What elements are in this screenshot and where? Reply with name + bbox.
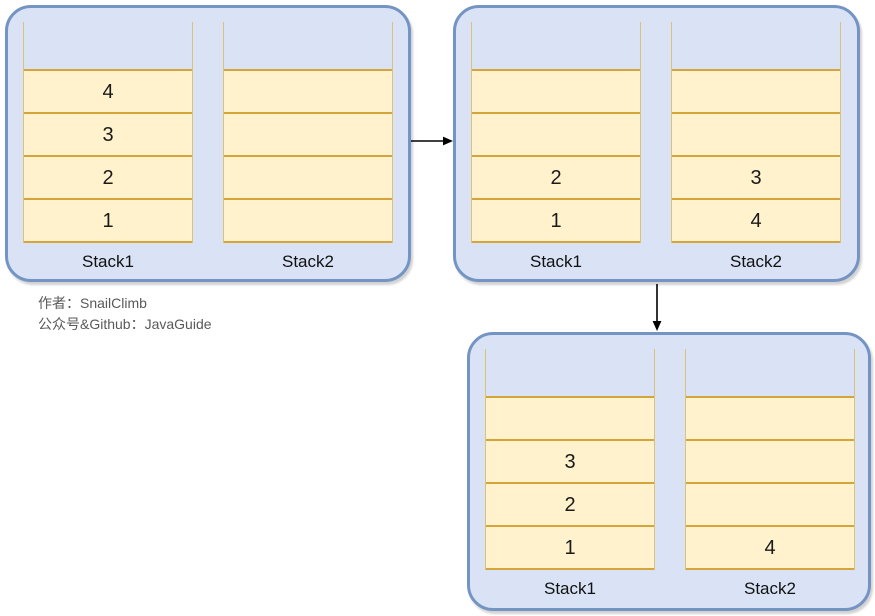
stack-cell (224, 198, 392, 243)
stack-cell (686, 396, 854, 439)
stack-cell-value: 1 (102, 209, 114, 232)
stack-cell-value: 2 (550, 166, 562, 189)
stack-open-top (686, 349, 854, 396)
stack-cell (472, 69, 640, 112)
author-caption: 作者：SnailClimb 公众号&Github：JavaGuide (38, 293, 212, 335)
panel1-stack1-container: 4 3 2 1 (23, 22, 193, 243)
stack-cell: 1 (486, 525, 654, 570)
stack-cell: 3 (24, 112, 192, 155)
panel1-stack2-container (223, 22, 393, 243)
stack-cell (224, 155, 392, 198)
stack-cell-value: 2 (564, 493, 576, 516)
stack-state-panel-3: 3 2 1 4 Stack1 Stack2 (467, 332, 871, 611)
stack-cell-value: 4 (102, 80, 114, 103)
stack-cell: 2 (24, 155, 192, 198)
stack-open-top (472, 22, 640, 69)
stack-cell: 2 (486, 482, 654, 525)
stack-cell (472, 112, 640, 155)
panel3-stack2-container: 4 (685, 349, 855, 570)
stack-cell-value: 4 (764, 536, 776, 559)
stack-cell-value: 1 (564, 536, 576, 559)
stack-cell-value: 3 (102, 123, 114, 146)
panel1-stack2-label: Stack2 (282, 252, 334, 271)
author-caption-line1: 作者：SnailClimb (38, 295, 147, 311)
stack-open-top (672, 22, 840, 69)
panel2-stack2-label: Stack2 (730, 252, 782, 271)
stack-cell: 4 (686, 525, 854, 570)
stack-cell: 2 (472, 155, 640, 198)
arrow-down-icon (652, 284, 662, 331)
stack-cell: 4 (672, 198, 840, 243)
stack-state-panel-1: 4 3 2 1 Stack1 Stack2 (5, 5, 411, 282)
panel3-stack1-label: Stack1 (544, 579, 596, 598)
stack-cell (224, 69, 392, 112)
stack-cell (224, 112, 392, 155)
stack-cell (686, 439, 854, 482)
stack-cell (686, 482, 854, 525)
panel2-stack2-container: 3 4 (671, 22, 841, 243)
stack-cell: 3 (486, 439, 654, 482)
stack-cell: 1 (472, 198, 640, 243)
stack-cell-value: 1 (550, 209, 562, 232)
stack-cell-value: 3 (750, 166, 762, 189)
stack-cell-value: 2 (102, 166, 114, 189)
stack-cell (486, 396, 654, 439)
stack-state-panel-2: 2 1 3 4 Stack1 Stack2 (453, 5, 860, 282)
panel2-stack1-container: 2 1 (471, 22, 641, 243)
stack-open-top (24, 22, 192, 69)
stack-cell (672, 112, 840, 155)
stack-cell-value: 4 (750, 209, 762, 232)
author-caption-line2: 公众号&Github：JavaGuide (38, 316, 212, 332)
panel3-stack1-container: 3 2 1 (485, 349, 655, 570)
stack-open-top (486, 349, 654, 396)
stack-cell: 4 (24, 69, 192, 112)
panel2-stack1-label: Stack1 (530, 252, 582, 271)
panel1-stack1-label: Stack1 (82, 252, 134, 271)
stack-cell: 3 (672, 155, 840, 198)
panel3-stack2-label: Stack2 (744, 579, 796, 598)
stack-cell: 1 (24, 198, 192, 243)
stack-cell-value: 3 (564, 450, 576, 473)
stack-open-top (224, 22, 392, 69)
stack-cell (672, 69, 840, 112)
arrow-right-icon (411, 136, 453, 146)
